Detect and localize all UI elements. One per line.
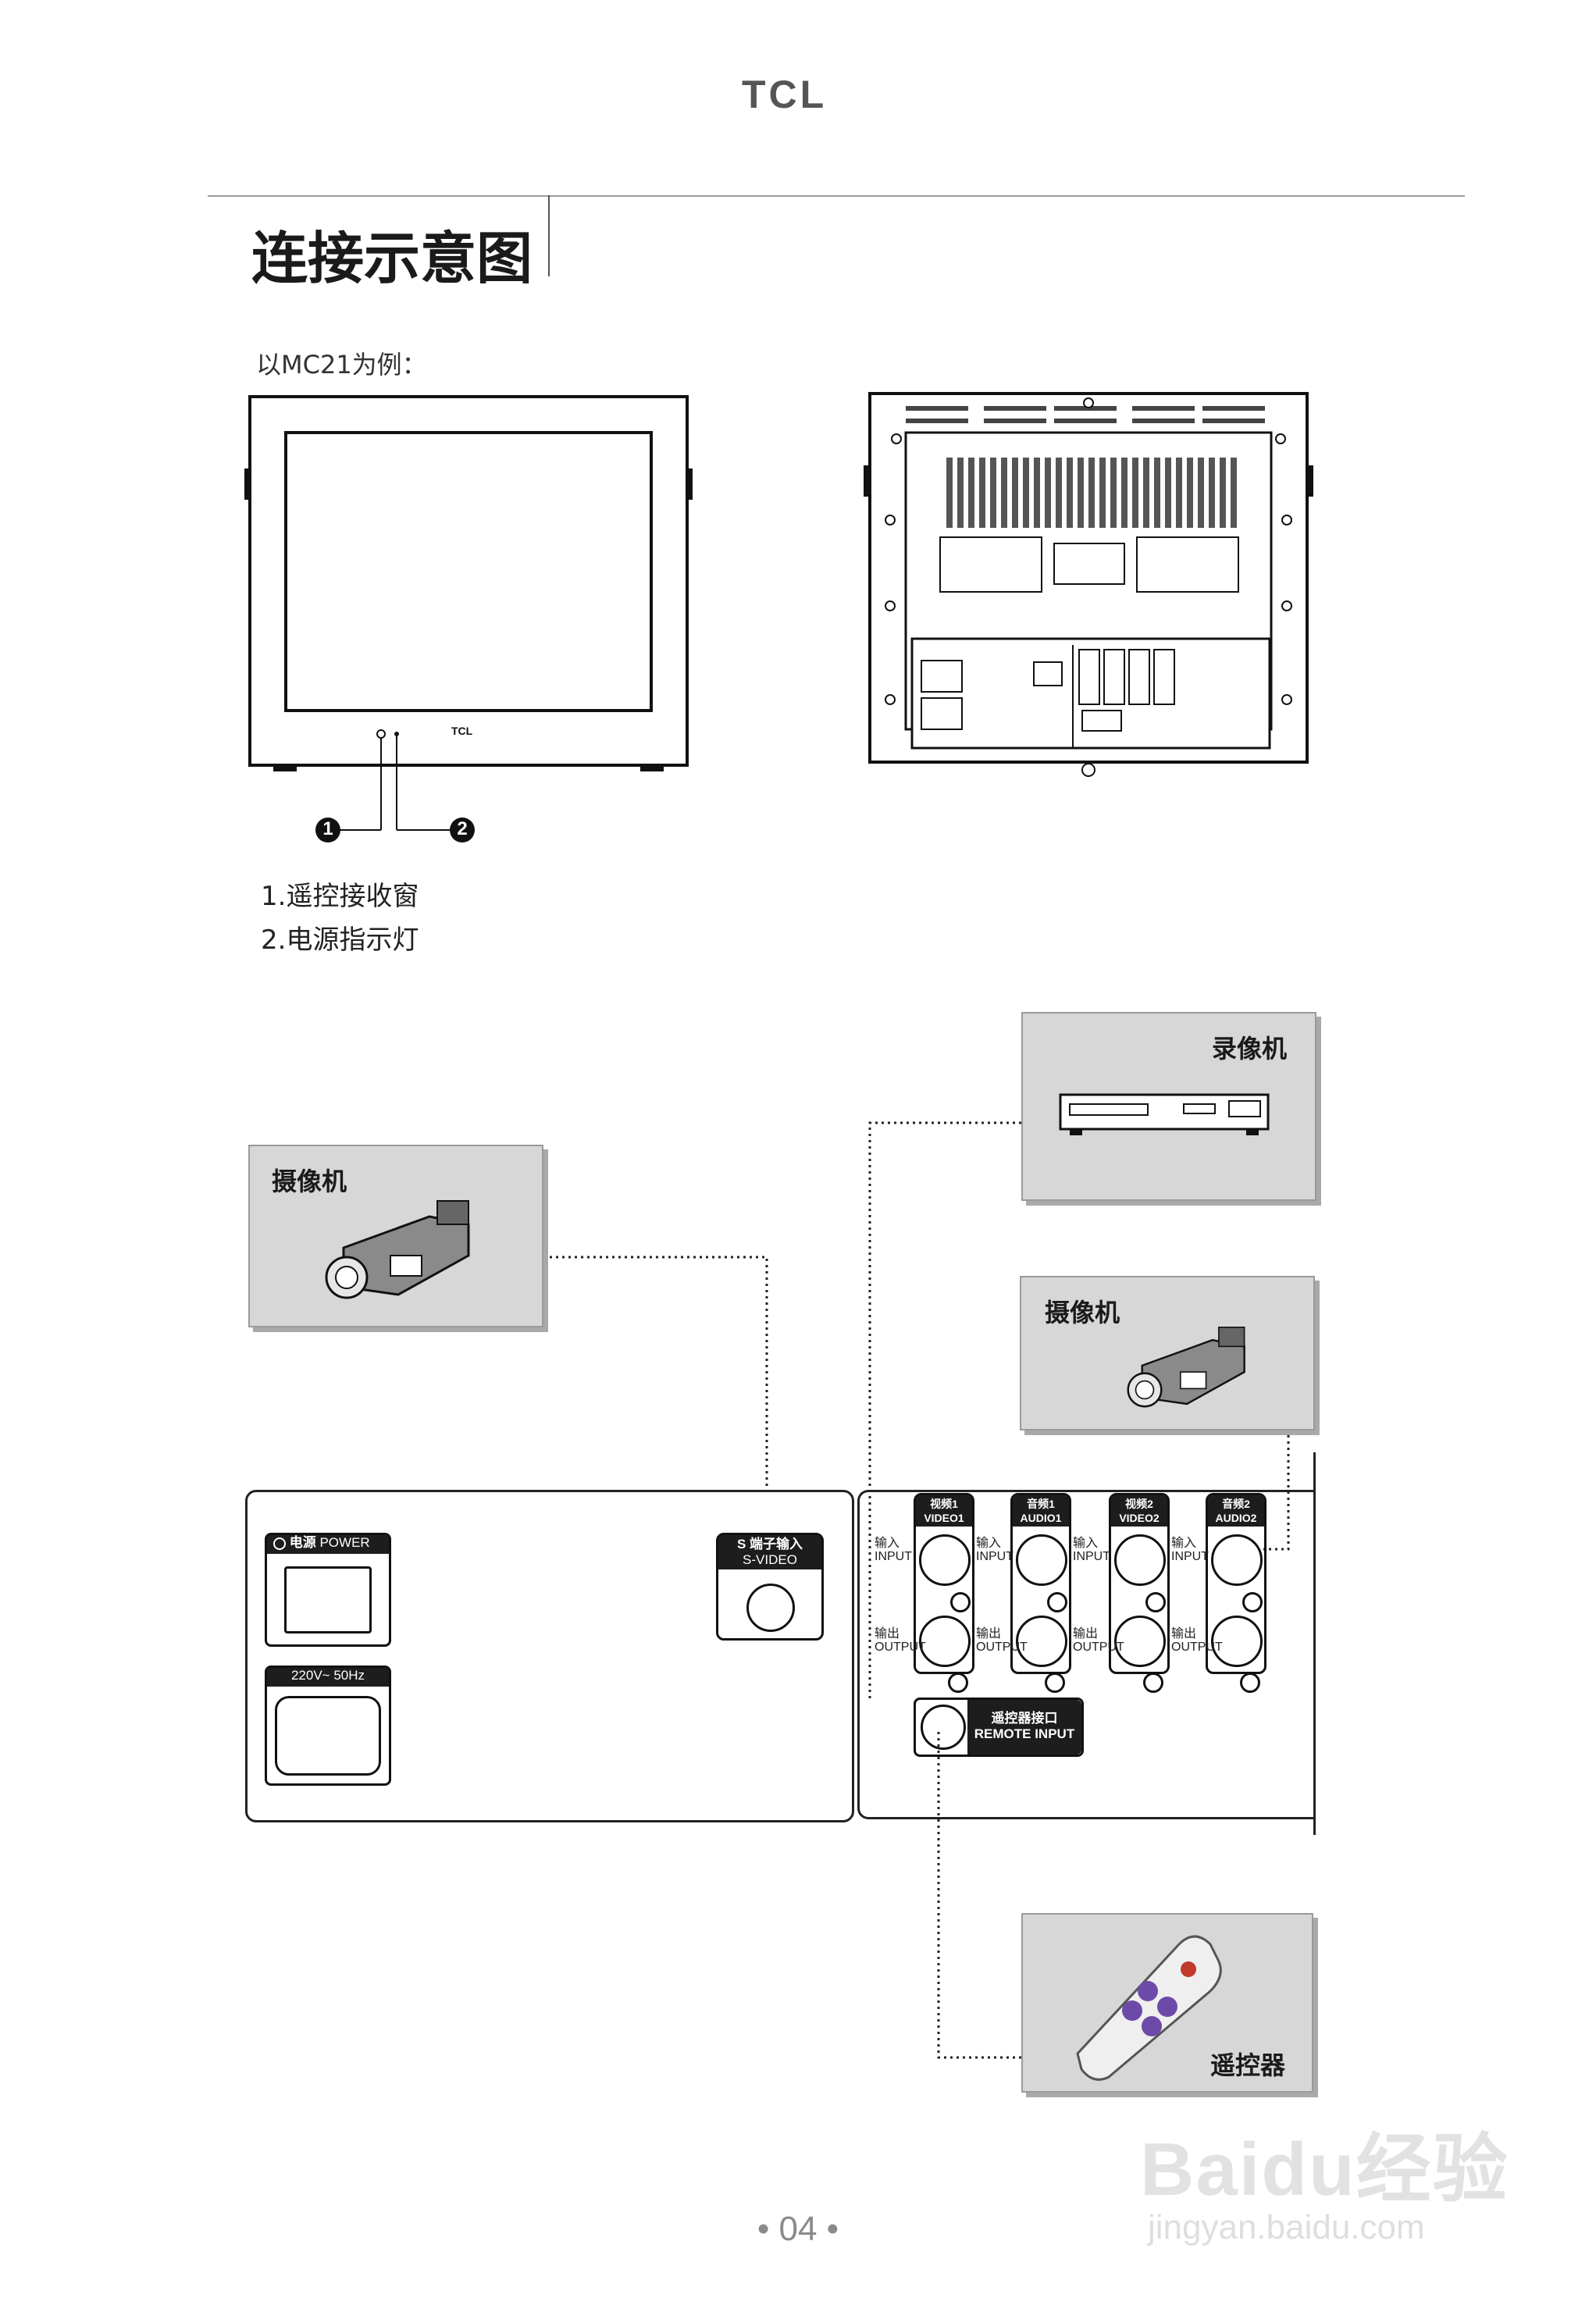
power-label-en: POWER xyxy=(319,1535,370,1550)
right-panel-edge xyxy=(1313,1452,1316,1835)
svideo-tag: S 端子输入 S-VIDEO xyxy=(718,1535,821,1569)
watermark-logo: Baidu经验 xyxy=(1140,2128,1509,2211)
audio2-output-indicator xyxy=(1240,1673,1260,1693)
camcorder-right-icon xyxy=(1127,1327,1245,1408)
video1-tag: 视频1 VIDEO1 xyxy=(916,1495,972,1527)
brand-logo: TCL xyxy=(742,73,828,116)
svideo-label: S 端子输入 xyxy=(736,1537,803,1552)
callout-1-number: 1 xyxy=(322,818,333,839)
audio1-column: 音频1 AUDIO1 xyxy=(1010,1493,1071,1674)
audio2-input-indicator xyxy=(1242,1592,1263,1612)
ac-socket[interactable] xyxy=(275,1696,381,1776)
ac-label: 220V~ 50Hz xyxy=(267,1668,389,1687)
video2-tag: 视频2 VIDEO2 xyxy=(1111,1495,1167,1527)
remote-control-icon xyxy=(1076,1935,1222,2081)
video1-label-en: VIDEO1 xyxy=(924,1512,964,1524)
video1-column: 视频1 VIDEO1 xyxy=(914,1493,974,1674)
vcr-device-box: 录像机 xyxy=(1021,1012,1316,1201)
video2-label-en: VIDEO2 xyxy=(1119,1512,1160,1524)
power-switch[interactable] xyxy=(284,1566,372,1633)
video2-column: 视频2 VIDEO2 xyxy=(1109,1493,1170,1674)
header-rule xyxy=(208,195,1465,197)
svideo-jack[interactable] xyxy=(746,1584,795,1632)
power-icon xyxy=(273,1537,286,1550)
camcorder-left-icon xyxy=(325,1200,470,1299)
audio2-label-cn: 音频2 xyxy=(1222,1498,1250,1510)
audio1-label-cn: 音频1 xyxy=(1027,1498,1055,1510)
audio2-tag: 音频2 AUDIO2 xyxy=(1208,1495,1264,1527)
camcorder-left-box: 摄像机 xyxy=(248,1145,543,1327)
camcorder-left-label: 摄像机 xyxy=(272,1167,347,1196)
vcr-icon xyxy=(1059,1093,1270,1135)
monitor-rear-illustration xyxy=(864,392,1313,777)
audio2-output-jack[interactable] xyxy=(1211,1616,1263,1667)
monitor-logo: TCL xyxy=(451,725,473,737)
audio1-label-en: AUDIO1 xyxy=(1020,1512,1062,1524)
legend-item-1: 1.遥控接收窗 xyxy=(261,881,419,912)
remote-device-box: 遥控器 xyxy=(1021,1913,1313,2093)
power-switch-block: 电源 POWER xyxy=(265,1533,391,1647)
remote-input-jack[interactable] xyxy=(921,1705,966,1750)
remote-port-label-cn: 遥控器接口 xyxy=(991,1711,1058,1726)
right-connector-panel xyxy=(857,1490,1316,1819)
audio1-output-jack[interactable] xyxy=(1016,1616,1067,1667)
video1-output-indicator xyxy=(948,1673,968,1693)
legend-item-2: 2.电源指示灯 xyxy=(261,924,419,956)
page-title: 连接示意图 xyxy=(251,226,533,291)
vcr-label: 录像机 xyxy=(1211,1034,1287,1063)
audio1-input-indicator xyxy=(1047,1592,1067,1612)
svideo-block: S 端子输入 S-VIDEO xyxy=(716,1533,824,1641)
svideo-label-en: S-VIDEO xyxy=(743,1552,797,1567)
remote-input-port-block: 遥控器接口 REMOTE INPUT xyxy=(914,1698,1084,1757)
example-note: 以MC21为例： xyxy=(256,350,427,379)
camcorder-right-label: 摄像机 xyxy=(1045,1298,1120,1327)
monitor-front-illustration xyxy=(244,395,693,843)
power-label-tag: 电源 POWER xyxy=(267,1535,389,1554)
page-number: • 04 • xyxy=(757,2210,839,2248)
ac-input-block: 220V~ 50Hz xyxy=(265,1666,391,1786)
audio1-tag: 音频1 AUDIO1 xyxy=(1013,1495,1069,1527)
callout-1-marker xyxy=(315,818,340,843)
callout-2-marker xyxy=(450,818,475,843)
video1-label-cn: 视频1 xyxy=(930,1498,958,1510)
video2-output-jack[interactable] xyxy=(1114,1616,1166,1667)
remote-port-tag: 遥控器接口 REMOTE INPUT xyxy=(967,1700,1081,1755)
video1-output-jack[interactable] xyxy=(919,1616,971,1667)
video2-output-indicator xyxy=(1143,1673,1163,1693)
audio1-output-indicator xyxy=(1045,1673,1065,1693)
remote-label: 遥控器 xyxy=(1209,2050,1285,2080)
video2-input-jack[interactable] xyxy=(1114,1534,1166,1586)
power-label: 电源 xyxy=(289,1535,316,1550)
video1-input-indicator xyxy=(950,1592,971,1612)
audio1-input-jack[interactable] xyxy=(1016,1534,1067,1586)
video1-input-jack[interactable] xyxy=(919,1534,971,1586)
audio2-column: 音频2 AUDIO2 xyxy=(1206,1493,1266,1674)
video2-input-indicator xyxy=(1145,1592,1166,1612)
left-connector-panel: 电源 POWER 220V~ 50Hz S 端子输入 S-VIDEO xyxy=(245,1490,854,1822)
title-divider xyxy=(548,195,550,276)
camcorder-right-box: 摄像机 xyxy=(1020,1276,1315,1430)
audio2-input-jack[interactable] xyxy=(1211,1534,1263,1586)
remote-port-label-en: REMOTE INPUT xyxy=(974,1726,1075,1741)
audio2-label-en: AUDIO2 xyxy=(1215,1512,1257,1524)
callout-2-number: 2 xyxy=(457,818,468,839)
video2-label-cn: 视频2 xyxy=(1125,1498,1153,1510)
watermark-url: jingyan.baidu.com xyxy=(1148,2208,1425,2246)
